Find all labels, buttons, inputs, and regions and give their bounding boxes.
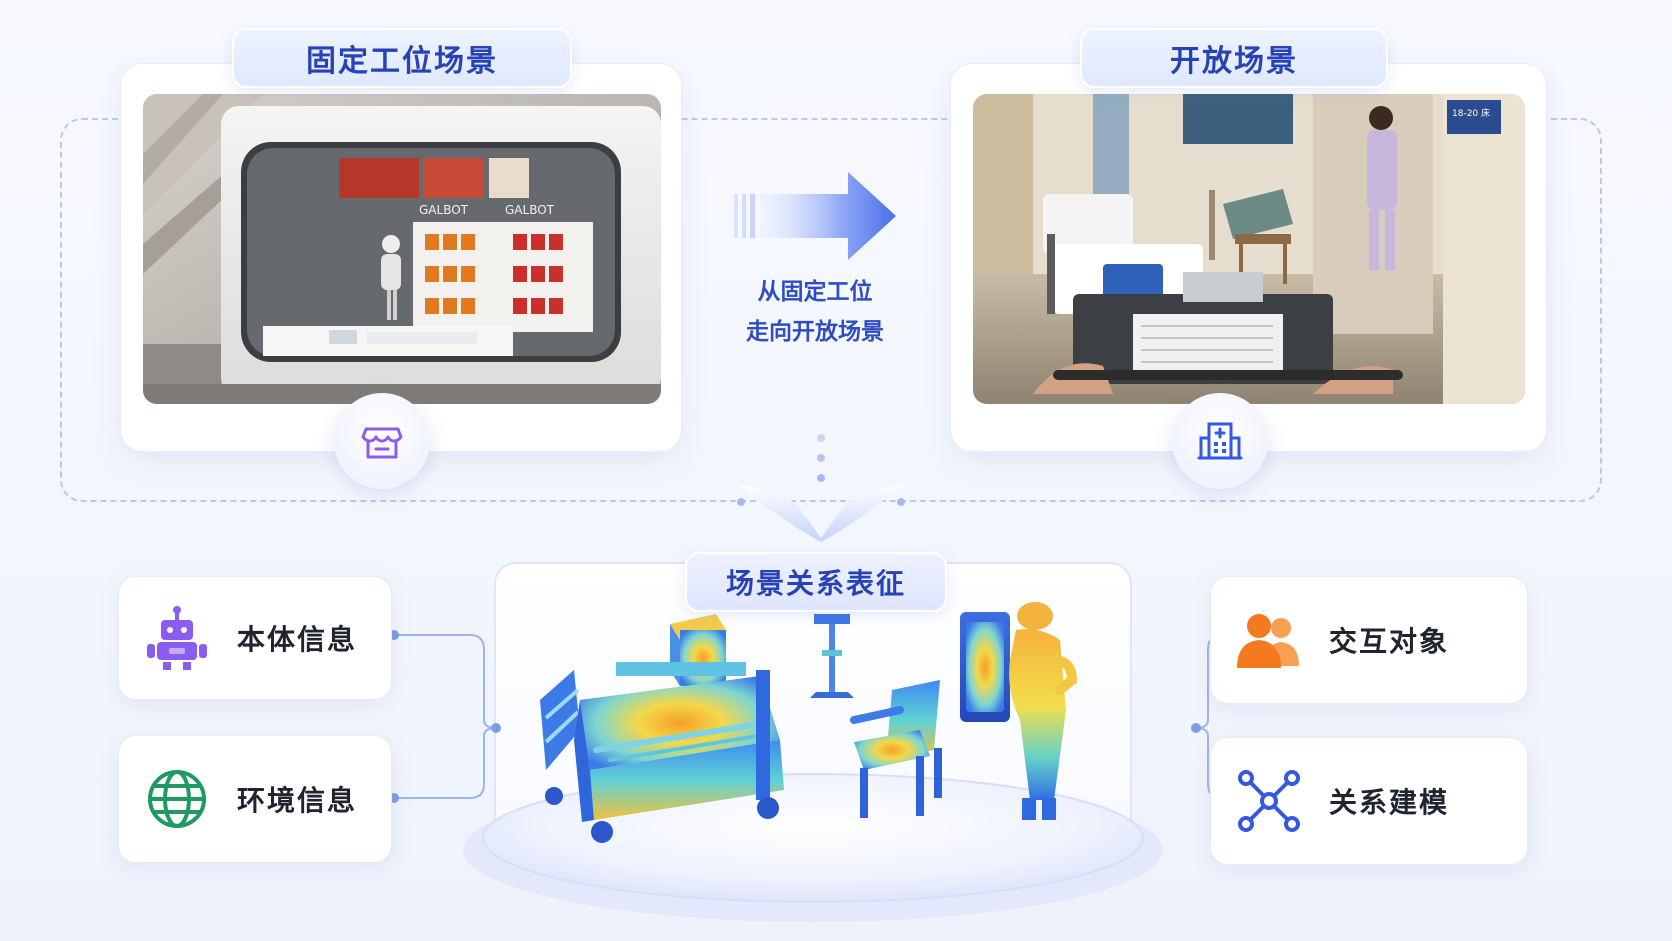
fixed-station-photo: GALBOT GALBOT — [143, 94, 661, 404]
hospital-icon — [1197, 422, 1243, 460]
people-icon — [1237, 608, 1301, 672]
store-icon — [361, 427, 403, 459]
transition-caption-line2: 走向开放场景 — [746, 319, 884, 345]
transition-arrow — [734, 168, 904, 264]
relation-modeling-card: 关系建模 — [1210, 737, 1528, 865]
interaction-object-card: 交互对象 — [1210, 576, 1528, 704]
fixed-station-icon-badge — [334, 393, 430, 489]
open-scene-card: 18-20 床 — [950, 63, 1547, 452]
globe-icon — [145, 767, 209, 831]
relation-modeling-label: 关系建模 — [1329, 786, 1450, 819]
top-section-frame — [60, 118, 1602, 502]
transition-caption: 从固定工位 走向开放场景 — [720, 272, 910, 352]
open-scene-label-text: 开放场景 — [1170, 44, 1298, 79]
fixed-station-label: 固定工位场景 — [232, 28, 572, 88]
photo-room-sign: 18-20 床 — [1452, 107, 1490, 119]
fixed-station-label-text: 固定工位场景 — [306, 44, 498, 79]
environment-info-card: 环境信息 — [118, 735, 392, 863]
scene-relation-label-text: 场景关系表征 — [725, 567, 906, 600]
down-connector — [728, 432, 914, 544]
transition-caption-line1: 从固定工位 — [757, 279, 873, 305]
self-info-label: 本体信息 — [237, 623, 358, 656]
scene-relation-label: 场景关系表征 — [685, 552, 947, 612]
self-info-card: 本体信息 — [118, 576, 392, 700]
open-scene-label: 开放场景 — [1080, 28, 1388, 88]
photo-brand-left: GALBOT — [419, 203, 469, 217]
network-icon — [1237, 769, 1301, 833]
robot-icon — [145, 606, 209, 670]
scene-heatmap-illustration — [520, 600, 1080, 900]
interaction-object-label: 交互对象 — [1329, 625, 1450, 658]
photo-brand-right: GALBOT — [505, 203, 555, 217]
open-scene-photo: 18-20 床 — [973, 94, 1525, 404]
connector-lines — [380, 620, 1300, 810]
fixed-station-card: GALBOT GALBOT — [120, 63, 682, 452]
open-scene-icon-badge — [1172, 393, 1268, 489]
environment-info-label: 环境信息 — [237, 784, 358, 817]
